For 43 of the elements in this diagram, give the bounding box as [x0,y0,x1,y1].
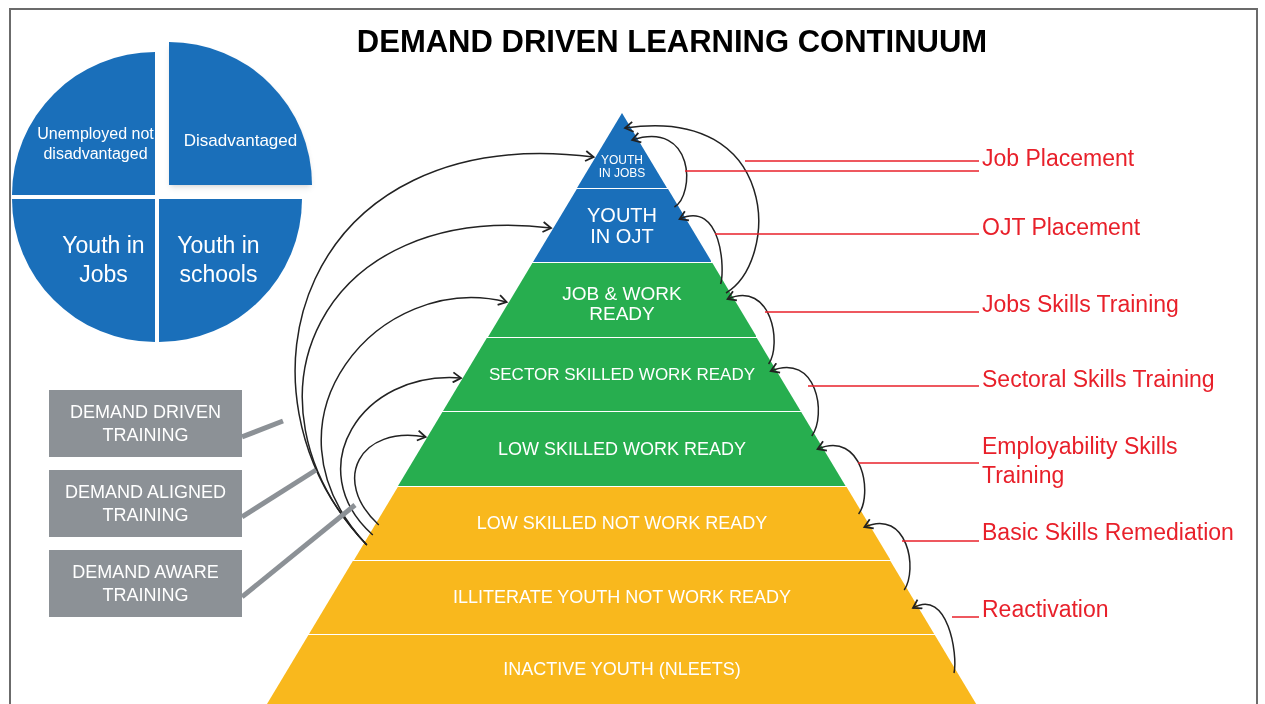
leader-line [714,233,980,235]
pie-segment: Unemployed not disadvantaged [12,52,155,195]
pyramid-level: ILLITERATE YOUTH NOT WORK READY [309,561,935,634]
callout-box: DEMAND DRIVEN TRAINING [49,390,242,457]
curved-arrow [726,291,775,365]
pyramid-level: LOW SKILLED WORK READY [398,412,846,486]
curved-arrow [353,430,427,526]
service-label: Job Placement [982,144,1135,173]
pyramid-level: LOW SKILLED NOT WORK READY [353,487,891,560]
curved-arrow [678,211,723,285]
leader-line [857,462,980,464]
curved-arrow [340,372,462,536]
leader-line [764,311,980,313]
pyramid-level: YOUTH IN JOBS [577,113,667,188]
curved-arrow [912,599,956,674]
pie-segment: Disadvantaged [169,42,312,185]
callout-box: DEMAND ALIGNED TRAINING [49,470,242,537]
leader-line [807,385,980,387]
curved-arrow [320,295,508,546]
leader-line [744,160,980,162]
title: DEMAND DRIVEN LEARNING CONTINUUM [355,26,989,57]
pie-segment: Youth in schools [159,199,302,342]
curved-arrow [624,121,759,294]
pie-segment: Youth in Jobs [12,199,155,342]
curved-arrow [294,150,595,546]
pyramid-level: SECTOR SKILLED WORK READY [443,338,801,411]
leader-line [901,540,980,542]
pyramid-level: JOB & WORK READY [487,263,757,337]
service-label: Employability Skills Training [982,432,1212,490]
service-label: Reactivation [982,595,1109,624]
service-label: Basic Skills Remediation [982,518,1234,547]
service-label: OJT Placement [982,213,1141,242]
pyramid-level: INACTIVE YOUTH (NLEETS) [267,635,977,704]
curved-arrow [816,441,866,515]
curved-arrow [863,518,911,591]
curved-arrow [769,363,820,437]
pyramid-level: YOUTH IN OJT [532,189,712,262]
leader-line [951,616,980,618]
callout-box: DEMAND AWARE TRAINING [49,550,242,617]
leader-line [684,170,980,172]
service-label: Jobs Skills Training [982,290,1179,319]
service-label: Sectoral Skills Training [982,365,1215,394]
curved-arrow [631,132,688,208]
